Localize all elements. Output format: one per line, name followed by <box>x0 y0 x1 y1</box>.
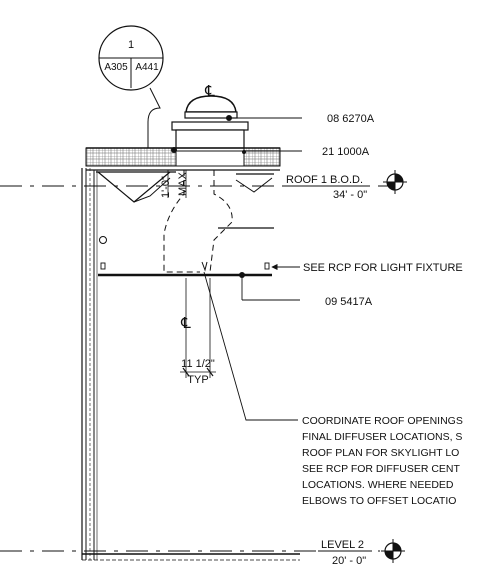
note-line: LOCATIONS. WHERE NEEDED <box>302 479 454 491</box>
max-dimension-value: 1'-0" <box>160 176 172 198</box>
note-line: FINAL DIFFUSER LOCATIONS, S <box>302 431 462 443</box>
roof-level-target-icon <box>383 170 407 194</box>
callout-sheet-left: A305 <box>104 62 128 73</box>
level-2-marker[interactable]: LEVEL 2 20' - 0" <box>318 539 372 567</box>
spacing-dimension-value: 11 1/2" <box>181 358 215 370</box>
max-dimension-label: MAX <box>177 172 189 197</box>
level-2-name: LEVEL 2 <box>321 539 364 551</box>
keynote-ceiling-grid[interactable]: 09 5417A <box>325 296 373 308</box>
section-callout[interactable]: 1 A305 A441 <box>98 25 164 91</box>
note-line: ROOF PLAN FOR SKYLIGHT LO <box>302 447 459 459</box>
duct-outline <box>163 170 233 273</box>
note-line: SEE RCP FOR DIFFUSER CENT <box>302 463 460 475</box>
floor-slab <box>82 553 300 561</box>
keynote-roof-deck[interactable]: 21 1000A <box>322 146 370 158</box>
ceiling-grid <box>98 261 272 278</box>
roof-level-marker[interactable]: ROOF 1 B.O.D. 34' - 0" <box>286 174 367 201</box>
note-line: COORDINATE ROOF OPENINGS <box>302 415 463 427</box>
spacing-dimension: 11 1/2" TYP <box>180 358 216 386</box>
roof-assembly <box>85 147 281 171</box>
level-2-target-icon <box>381 539 405 563</box>
skylight-dome <box>171 95 249 149</box>
roof-level-name: ROOF 1 B.O.D. <box>286 174 363 186</box>
roof-framing <box>96 171 274 229</box>
callout-number: 1 <box>128 39 134 51</box>
level-2-elevation: 20' - 0" <box>332 555 366 567</box>
spacing-dimension-label: TYP <box>187 374 208 386</box>
exterior-wall <box>81 168 107 560</box>
leader-lines <box>175 117 302 421</box>
note-line: ELBOWS TO OFFSET LOCATIO <box>302 495 456 507</box>
callout-sheet-right: A441 <box>135 62 159 73</box>
keynote-skylight[interactable]: 08 6270A <box>327 113 375 125</box>
coordination-note[interactable]: COORDINATE ROOF OPENINGS FINAL DIFFUSER … <box>302 415 463 507</box>
light-fixture-note[interactable]: SEE RCP FOR LIGHT FIXTURE <box>303 262 463 274</box>
max-dimension: 1'-0" MAX <box>160 170 189 198</box>
roof-level-elevation: 34' - 0" <box>333 189 367 201</box>
centerline-symbol-bottom: ℄ <box>180 315 191 332</box>
centerline-symbol-top: ℄ <box>204 83 215 100</box>
